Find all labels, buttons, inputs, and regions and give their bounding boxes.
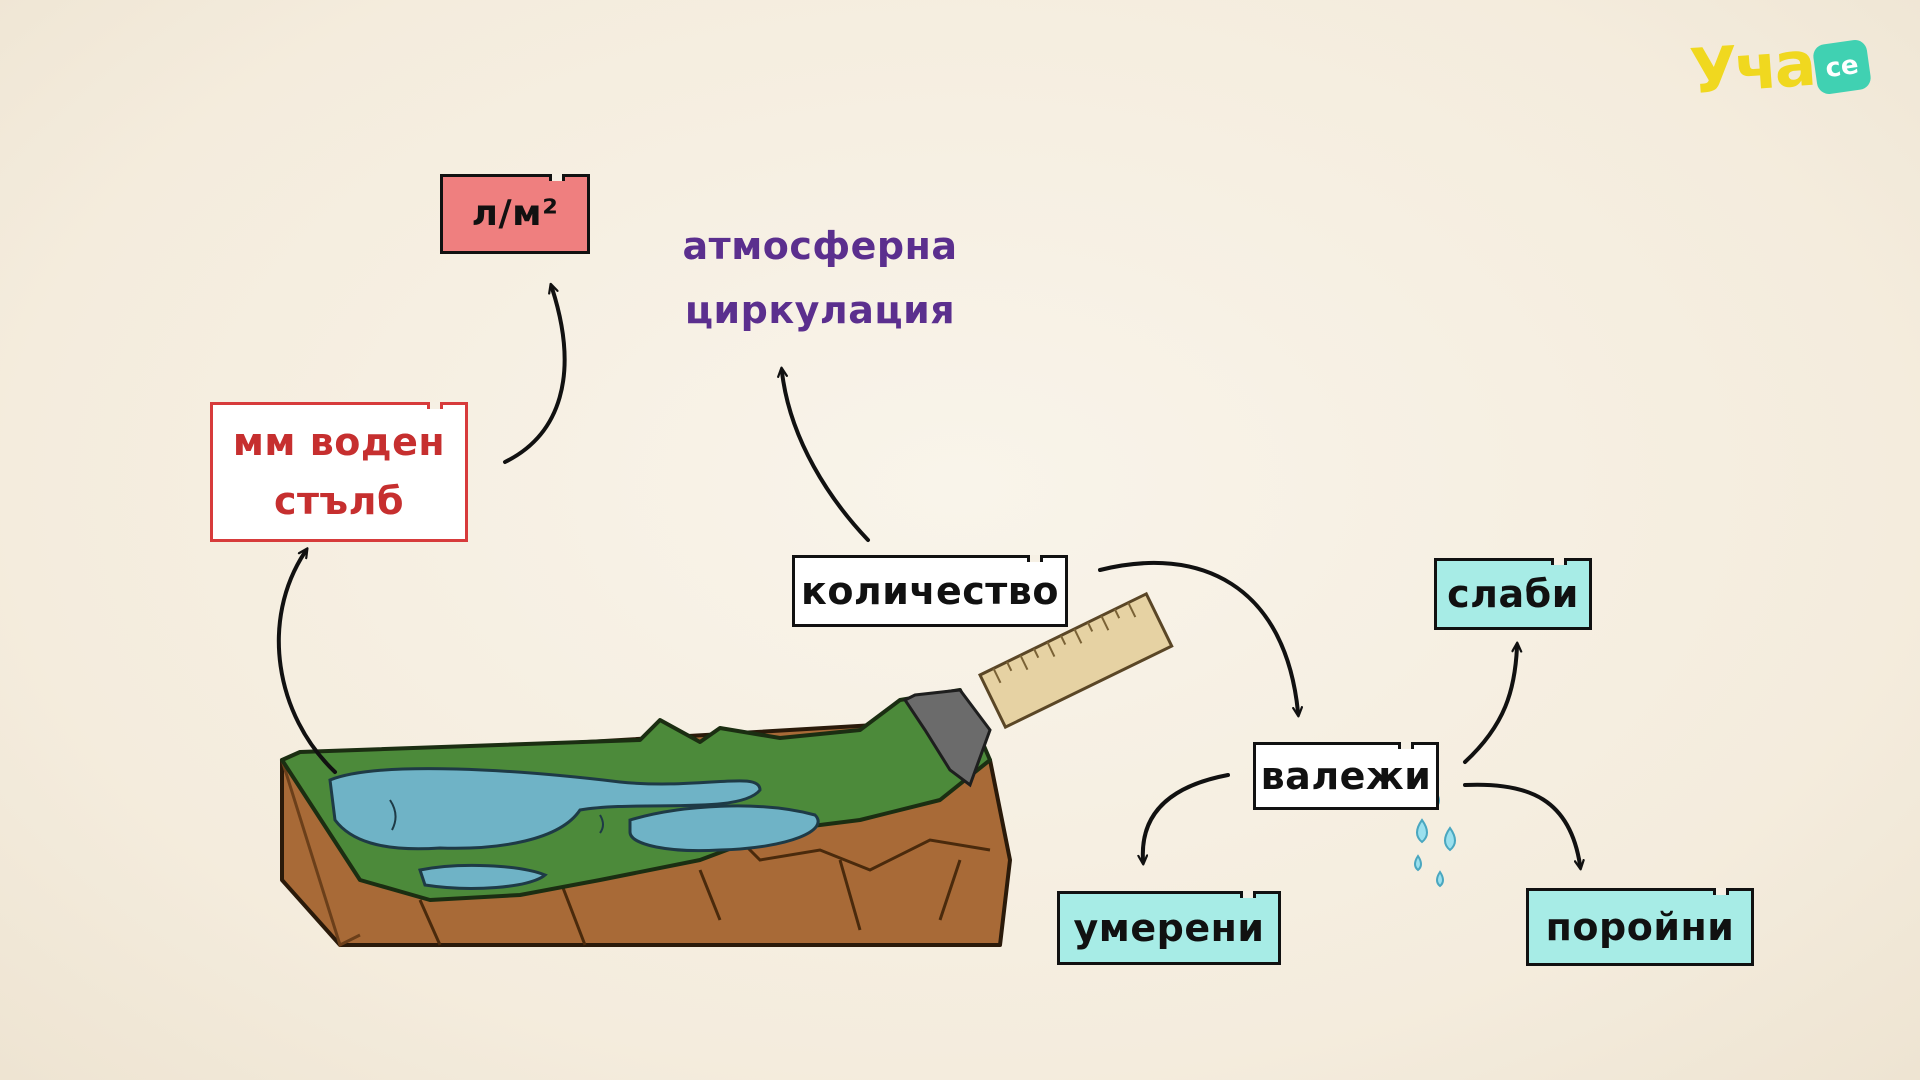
card-tab (1240, 891, 1256, 898)
arrow-icon (1137, 773, 1230, 866)
card-tab (427, 402, 443, 409)
arrow-icon (777, 366, 870, 542)
logo-text: Уча (1687, 26, 1816, 108)
precipitation-label: валежи (1260, 753, 1432, 798)
card-tab (1027, 555, 1043, 562)
atmospheric-circulation-line2: циркулация (684, 288, 956, 332)
quantity-label: количество (801, 568, 1059, 613)
card-tab (1398, 742, 1414, 749)
card-tab (1551, 558, 1567, 565)
arrow-icon (1098, 561, 1304, 718)
weak-label: слаби (1447, 571, 1579, 616)
arrow-icon (1463, 641, 1523, 764)
arrow-icon (1463, 782, 1585, 871)
torrential-card: поройни (1526, 888, 1754, 966)
torrential-label: поройни (1545, 904, 1735, 949)
unit-per-square-meter-label: л/м² (471, 193, 559, 235)
mm-water-column-line2: стълб (274, 479, 404, 523)
card-tab (549, 174, 565, 181)
moderate-card: умерени (1057, 891, 1281, 965)
moderate-label: умерени (1073, 905, 1265, 950)
brand-logo: Уча се (1688, 26, 1890, 108)
mm-water-column-card: мм воден стълб (210, 402, 468, 542)
card-tab (1713, 888, 1729, 895)
quantity-card: количество (792, 555, 1068, 627)
mm-water-column-line1: мм воден (232, 420, 446, 465)
atmospheric-circulation-line1: атмосферна (682, 224, 958, 268)
arrow-icon (276, 547, 337, 774)
atmospheric-circulation-label: атмосферна циркулация (670, 214, 970, 342)
weak-card: слаби (1434, 558, 1592, 630)
precipitation-card: валежи (1253, 742, 1439, 810)
raindrops-icon (1414, 788, 1456, 888)
ruler-icon (977, 591, 1174, 730)
landscape-illustration (280, 688, 1012, 948)
logo-badge: се (1812, 38, 1873, 96)
unit-per-square-meter-card: л/м² (440, 174, 590, 254)
arrow-icon (503, 282, 567, 464)
